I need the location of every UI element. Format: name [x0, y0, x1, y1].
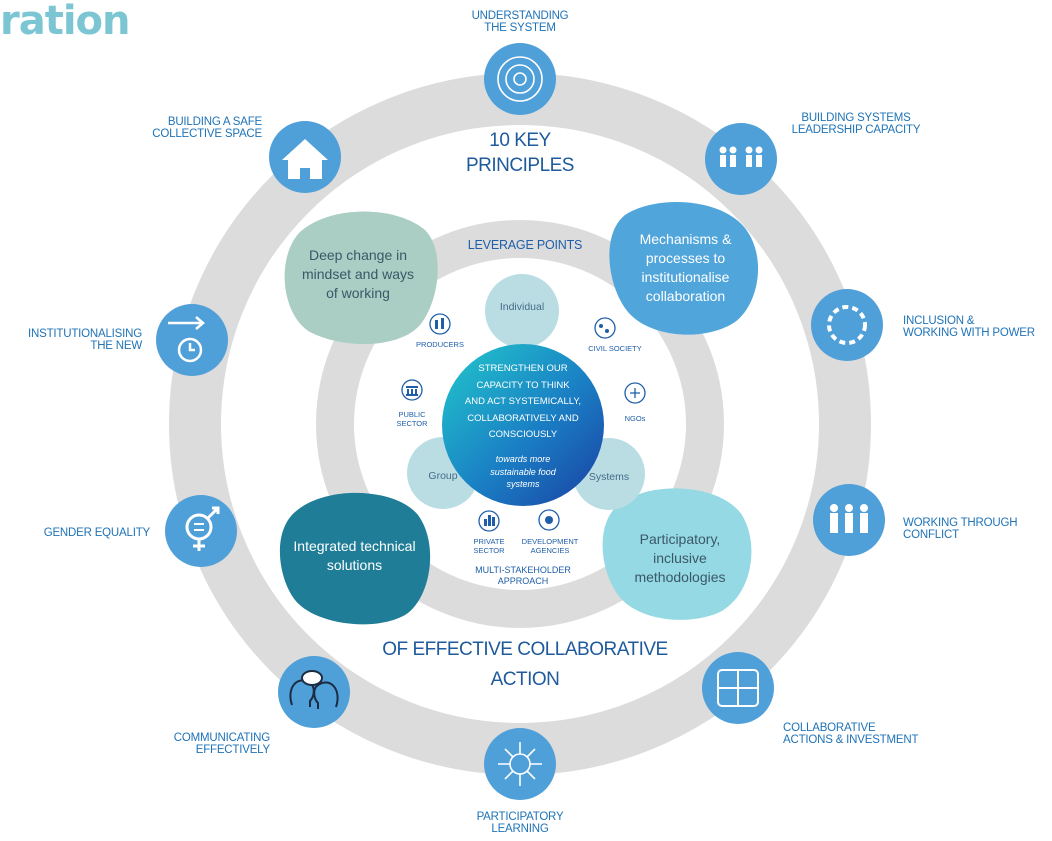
house-icon: [282, 139, 328, 179]
label-gender: GENDER EQUALITY: [43, 527, 150, 539]
leverage-points-label: LEVERAGE POINTS: [467, 238, 583, 252]
blob-technical-text: Integrated technical solutions: [293, 538, 416, 573]
people-group-icon: [719, 146, 763, 167]
core-circle: [442, 344, 604, 506]
blob-technical: [279, 492, 431, 625]
conflict-people-icon: [830, 504, 868, 533]
blob-mechanisms: [609, 201, 759, 335]
core-statement: STRENGTHEN OUR CAPACITY TO THINK AND ACT…: [464, 363, 582, 440]
stakeholder-ngos: NGOs: [624, 414, 646, 423]
blob-mindset: [284, 211, 438, 345]
blob-participatory: [602, 488, 752, 620]
petal-systems-text: Systems: [588, 471, 630, 483]
petal-individual-text: Individual: [499, 301, 545, 313]
joined-hands-icon: [717, 669, 759, 707]
circle-understanding: [484, 43, 556, 115]
private-sector-icon: [478, 510, 500, 532]
ngos-icon: [624, 382, 646, 404]
arrow-clock-icon: [168, 316, 205, 363]
petal-individual: [485, 274, 559, 348]
circle-inclusion: [811, 289, 883, 361]
development-agencies-icon: [538, 509, 560, 531]
gender-symbol-icon: [185, 506, 220, 551]
blob-mechanisms-text: Mechanisms & processes to institutionali…: [639, 231, 732, 304]
stakeholder-producers: PRODUCERS: [416, 340, 464, 349]
stakeholder-civil-society: CIVIL SOCIETY: [588, 344, 642, 353]
circle-leadership: [705, 123, 777, 195]
civil-society-icon: [594, 317, 616, 339]
circle-learning: [484, 728, 556, 800]
label-inclusion: INCLUSION &WORKING WITH POWER: [903, 315, 1035, 339]
petal-group-text: Group: [428, 470, 458, 482]
producers-icon: [429, 313, 451, 335]
public-sector-icon: [401, 379, 423, 401]
circle-of-people-icon: [827, 305, 867, 345]
inner-ring: [316, 220, 724, 628]
system-icon: [497, 56, 543, 102]
page-title-fragment: ration: [0, 0, 131, 44]
speech-heads-icon: [289, 670, 339, 709]
blob-mindset-text: Deep change in mindset and ways of worki…: [301, 247, 415, 301]
network-head-icon: [498, 742, 542, 786]
blob-participatory-text: Participatory, inclusive methodologies: [634, 531, 726, 585]
core-subtitle: towards more sustainable food systems: [490, 454, 556, 489]
